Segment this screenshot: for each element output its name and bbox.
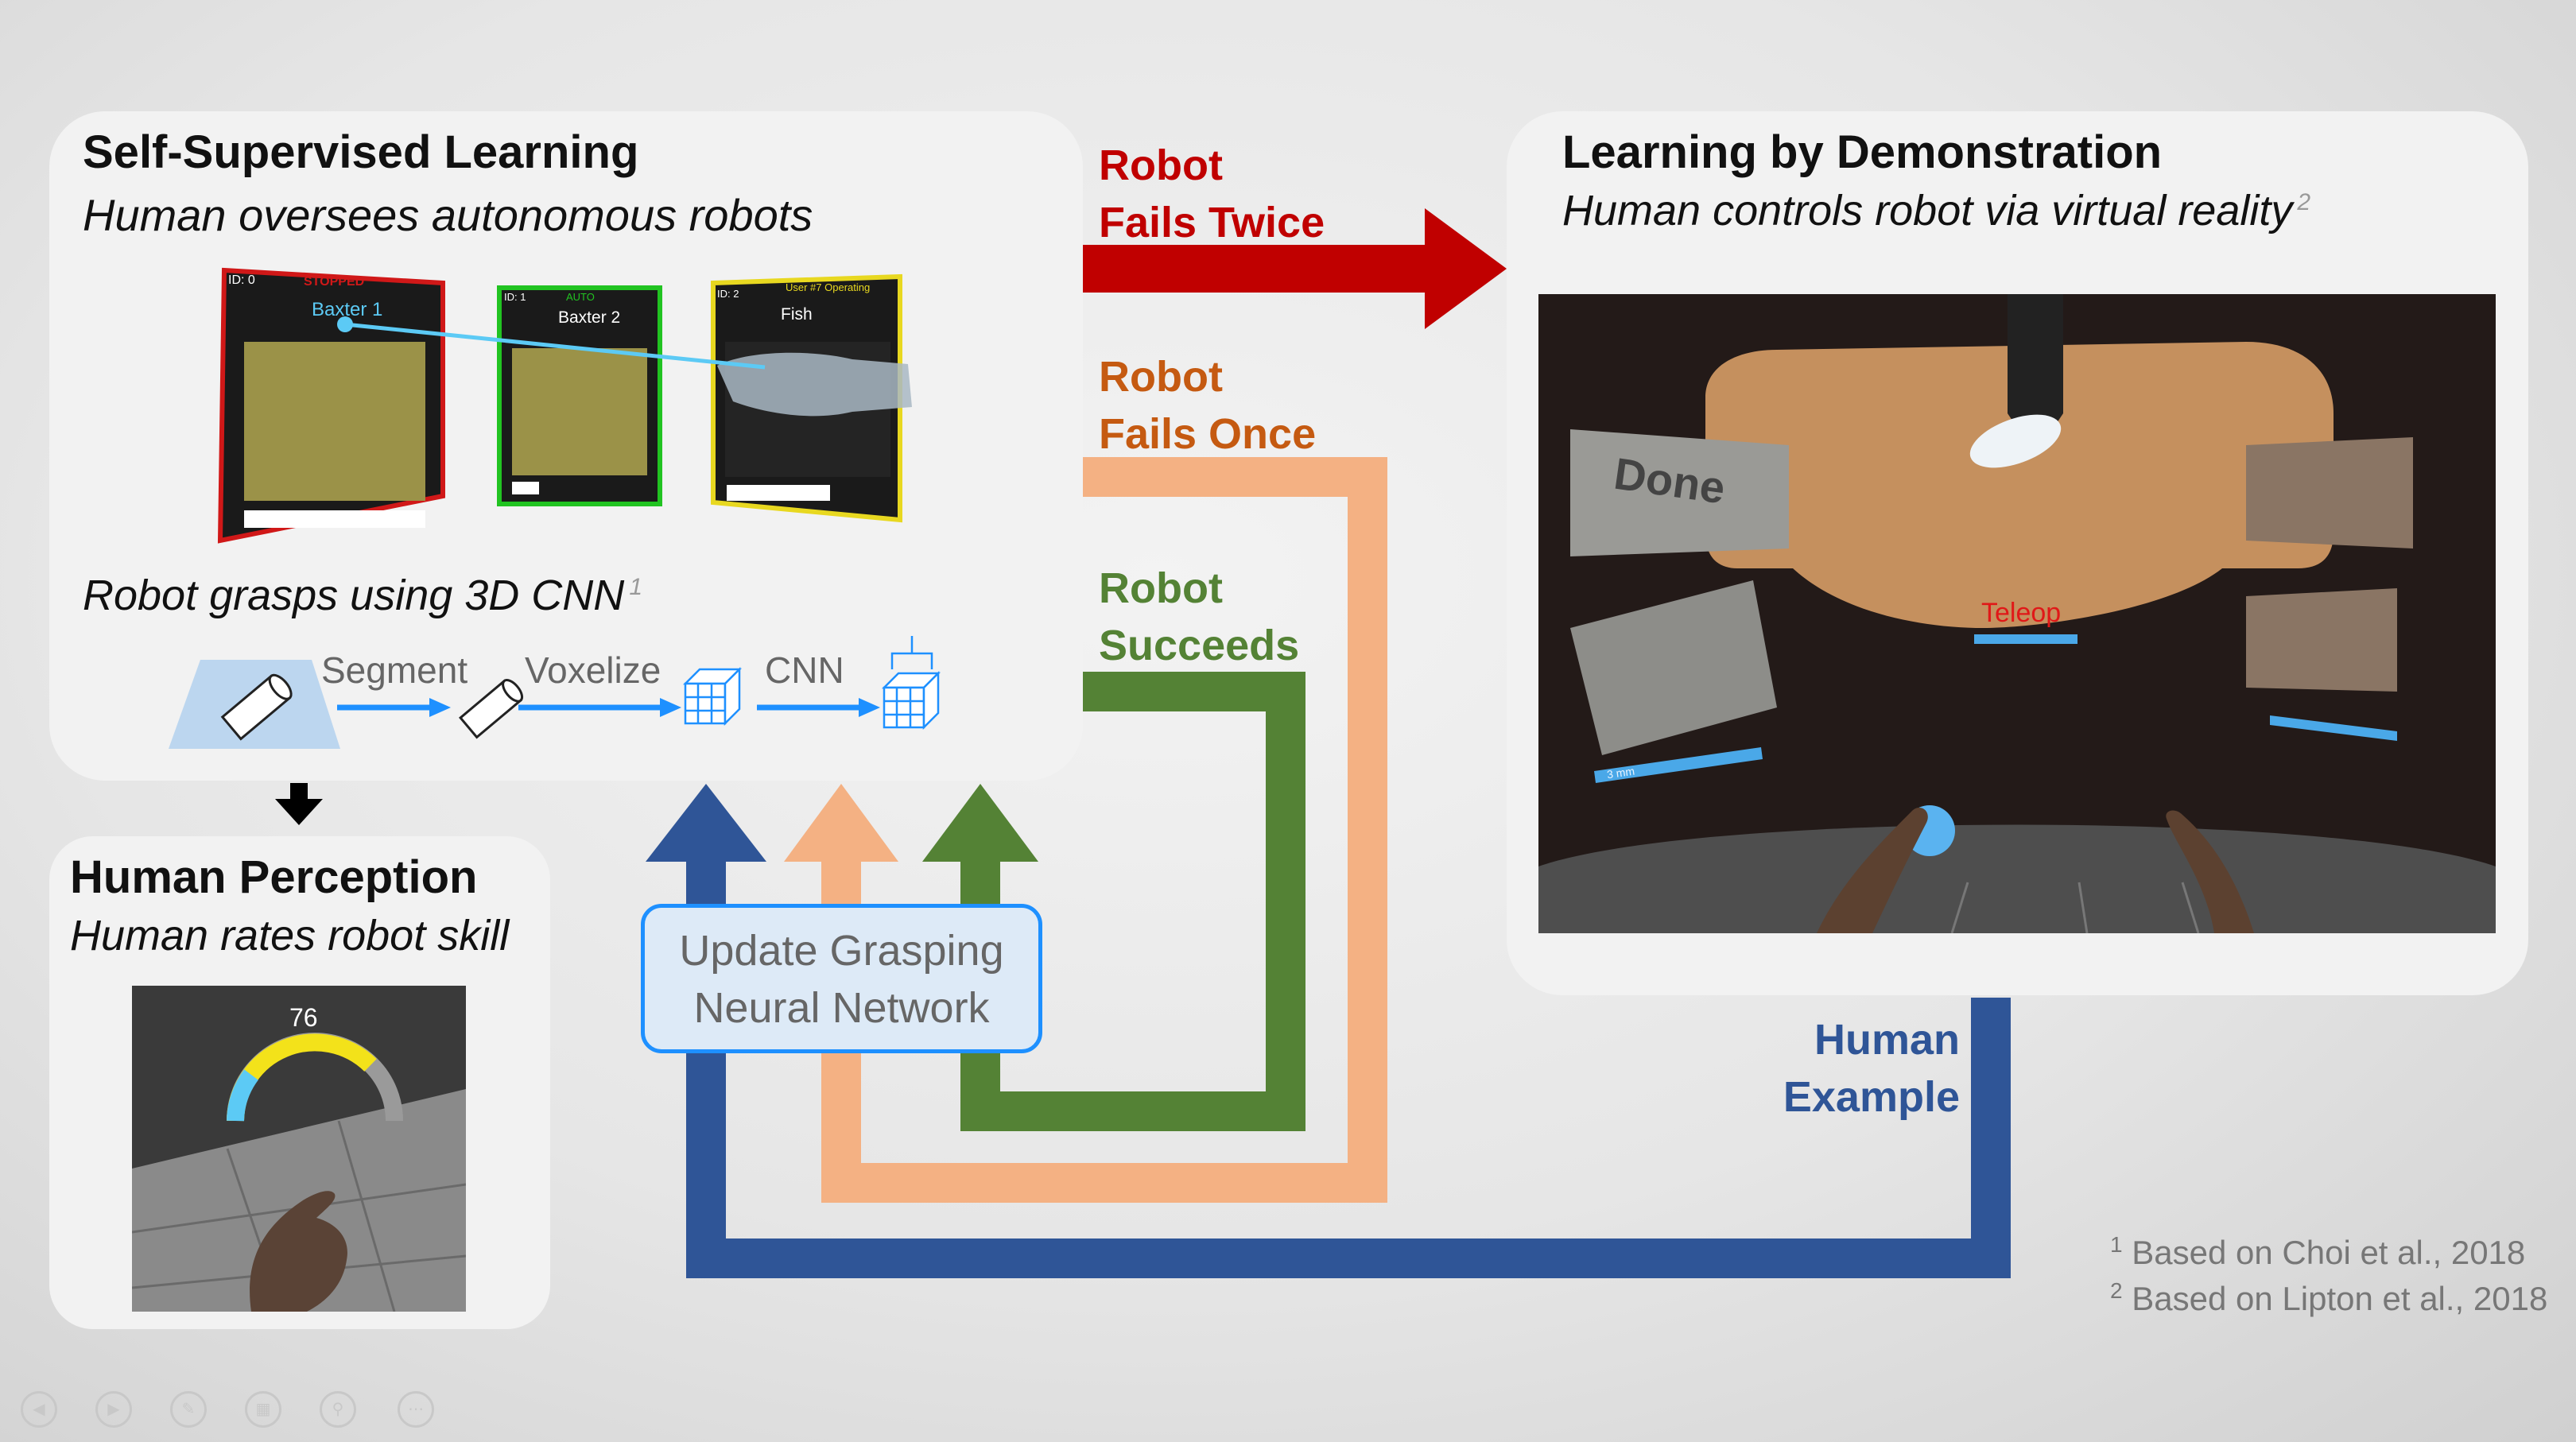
vr-floor [132,1089,466,1312]
self-supervised-panel: Self-Supervised Learning Human oversees … [49,111,1083,781]
human-perception-subtitle: Human rates robot skill [70,912,510,959]
vr-panel-right-bottom [2246,588,2397,692]
segment-arrowhead [429,698,451,717]
screen-2-id: ID: 1 [504,291,526,303]
screen-3-status: User #7 Operating [786,281,871,293]
pen-icon[interactable]: ✎ [170,1391,207,1428]
self-supervised-subtitle: Human oversees autonomous robots [83,190,813,240]
vr-teleop-view [1538,294,2496,933]
demonstration-title: Learning by Demonstration [1562,126,2163,178]
vr-slider-right [2270,715,2397,741]
progress-bar-3 [727,485,830,501]
screen-3-id: ID: 2 [717,288,739,300]
robot-screens-illustration [217,267,912,544]
screen-2-name: Baxter 2 [558,308,621,327]
laser-dot [337,316,353,332]
orange-arrowhead [784,784,898,862]
step-cnn: CNN [765,649,844,691]
vr-hand-icon [717,352,912,417]
more-icon[interactable]: ⋯ [398,1391,434,1428]
screen-1-id: ID: 0 [228,273,255,287]
grasp-object [1969,414,2062,468]
vr-panel-right-top [2246,437,2413,549]
screen-2-status: AUTO [566,291,595,303]
rating-score: 76 [289,1003,318,1032]
camera-view-2 [512,348,647,475]
cnn-caption-ref: 1 [629,574,642,600]
rating-gauge-cap [227,1069,259,1122]
rating-vr-view [132,986,466,1312]
vr-slider-left [1594,747,1763,783]
robot-gripper [2008,294,2063,437]
reference-1: 1 Based on Choi et al., 2018 [2110,1232,2526,1271]
zoom-icon[interactable]: ⚲ [320,1391,356,1428]
demonstration-ref: 2 [2297,189,2311,215]
succeeds-label: Robot Succeeds [1099,564,1300,669]
prev-icon[interactable]: ◀ [21,1391,57,1428]
fails-once-flow [821,457,1387,1203]
vr-table [1705,342,2334,628]
segmented-cylinder-icon [459,679,524,739]
vr-right-hand [2166,810,2254,933]
cnn-arrowhead [859,698,880,717]
human-perception-title: Human Perception [70,851,478,903]
vr-panel-left-top [1570,429,1789,556]
human-example-flow [686,855,2011,1278]
vr-left-hand [1817,807,1928,933]
human-perception-panel: Human Perception Human rates robot skill… [49,836,550,1329]
update-box-line-2: Neural Network [693,984,990,1032]
vr-floor [1538,824,2496,933]
vr-panel-left-bottom [1570,580,1777,755]
laser-pointer [344,322,766,370]
voxel-grid-icon [682,666,743,727]
update-box-line-1: Update Grasping [679,927,1004,975]
screen-1-status: STOPPED [304,275,365,289]
fails-twice-label: Robot Fails Twice [1099,141,1325,246]
screen-1-name: Baxter 1 [312,299,383,320]
update-network-box: Update Grasping Neural Network [641,904,1042,1053]
slides-icon[interactable]: ▦ [245,1391,281,1428]
teleop-label: Teleop [1981,598,2062,628]
screen-3-name: Fish [781,305,813,324]
fails-twice-shaft [1077,245,1427,293]
voxelize-arrowhead [660,698,681,717]
human-example-label: Human Example [1783,1016,1960,1121]
voxel-output-icon [881,636,941,731]
green-arrowhead [922,784,1038,862]
fails-once-label: Robot Fails Once [1099,353,1317,458]
camera-view-1 [244,342,425,501]
teleop-bar [1974,634,2077,644]
demonstration-subtitle: Human controls robot via virtual reality… [1562,187,2311,235]
cnn-pipeline [169,636,941,749]
down-arrow-shaft [290,783,308,800]
self-supervised-title: Self-Supervised Learning [83,126,639,178]
down-arrow-head [275,799,323,825]
step-segment: Segment [321,649,468,691]
progress-bar-2 [512,482,539,494]
reference-2: 2 Based on Lipton et al., 2018 [2110,1278,2548,1317]
object-cylinder-icon [220,673,293,741]
next-icon[interactable]: ▶ [95,1391,132,1428]
demonstration-panel: Learning by Demonstration Human controls… [1507,111,2528,995]
step-voxelize: Voxelize [525,649,661,691]
blue-arrowhead [646,784,766,862]
red-arrowhead [1425,208,1507,329]
progress-bar-1 [244,510,425,528]
pointing-hand-icon [250,1191,347,1312]
